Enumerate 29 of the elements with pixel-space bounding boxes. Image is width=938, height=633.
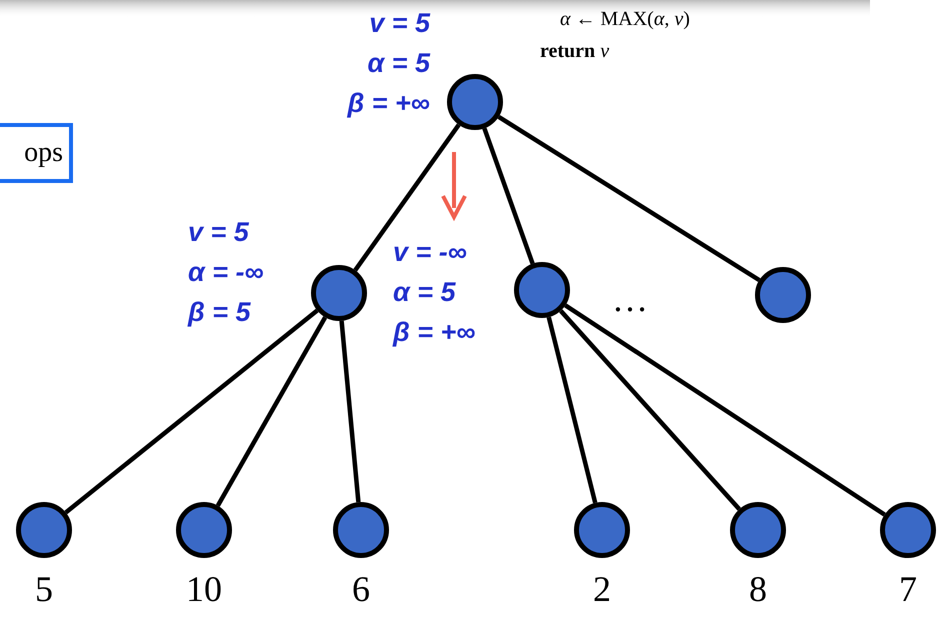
node-annotation: β = +∞ — [347, 87, 430, 120]
node-annotation: β = 5 — [188, 296, 251, 329]
tree-edge — [482, 128, 535, 264]
tree-edge — [546, 316, 598, 504]
tree-edge — [216, 316, 328, 507]
node-annotation: α = -∞ — [188, 256, 264, 289]
node-annotation: α = 5 — [393, 276, 456, 309]
tree-edge — [353, 124, 461, 272]
leaf-value: 5 — [35, 568, 53, 610]
node-annotation: v = 5 — [369, 7, 430, 40]
leaf-value: 2 — [593, 568, 611, 610]
node-annotation: v = -∞ — [393, 236, 468, 269]
pseudocode-line: return v — [540, 40, 610, 63]
tree-edge — [559, 309, 741, 511]
tree-edge — [339, 320, 361, 502]
ellipsis: … — [612, 278, 648, 320]
tree-edge — [564, 303, 886, 517]
tree-edge — [64, 308, 319, 514]
node-annotation: α = 5 — [367, 47, 430, 80]
node-annotation: v = 5 — [188, 216, 249, 249]
leaf-value: 7 — [899, 568, 917, 610]
box-text: ops — [24, 137, 63, 169]
node-annotation: β = +∞ — [393, 316, 476, 349]
leaf-value: 6 — [352, 568, 370, 610]
pseudocode-line: α ← MAX(α, v) — [560, 8, 690, 31]
tree-edge — [498, 114, 760, 282]
leaf-value: 10 — [186, 568, 222, 610]
leaf-value: 8 — [749, 568, 767, 610]
tree-node-circle — [311, 265, 367, 321]
